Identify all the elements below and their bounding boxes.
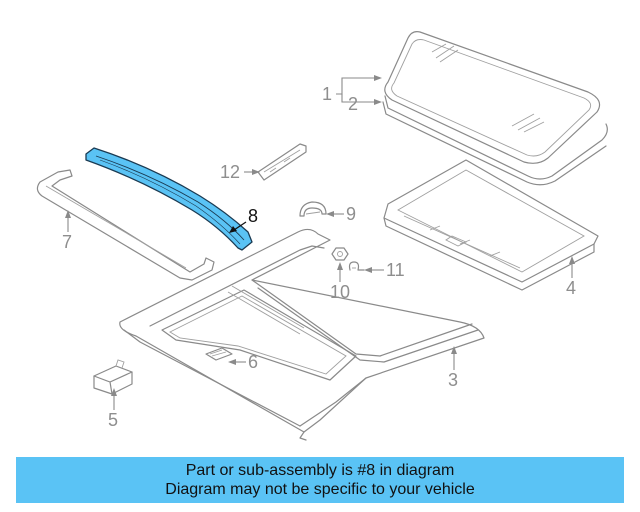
callout-8: 8 — [248, 206, 258, 226]
callout-4: 4 — [566, 278, 576, 298]
banner-line-2: Diagram may not be specific to your vehi… — [165, 481, 475, 498]
callout-6: 6 — [248, 352, 258, 372]
part-12-guide-rail — [257, 143, 307, 181]
callout-9: 9 — [346, 204, 356, 224]
callout-7: 7 — [62, 232, 72, 252]
callout-2: 2 — [348, 94, 358, 114]
part-8-highlighted-seal — [85, 147, 253, 251]
callout-5: 5 — [108, 410, 118, 430]
part-5-motor — [93, 359, 133, 395]
part-6-clip — [205, 347, 233, 361]
part-4-sunshade — [383, 159, 599, 291]
part-7-drain-channel — [36, 169, 215, 281]
part-3-sunroof-frame — [119, 228, 485, 441]
callout-3: 3 — [448, 370, 458, 390]
part-8-body — [85, 147, 253, 251]
leader-lines — [65, 75, 575, 410]
callout-10: 10 — [330, 282, 350, 302]
parts-diagram: 1 2 3 4 5 6 7 8 9 10 11 12 — [36, 31, 608, 441]
part-9-bracket — [299, 201, 327, 217]
banner-line-1: Part or sub-assembly is #8 in diagram — [185, 462, 455, 479]
callout-12: 12 — [220, 162, 240, 182]
part-11-clip — [348, 261, 365, 271]
part-10-nut — [331, 247, 349, 261]
part-1-glass-panel — [384, 31, 601, 164]
callout-11: 11 — [386, 260, 405, 280]
callout-1: 1 — [322, 84, 332, 104]
part-2-glass-seal — [382, 95, 608, 186]
info-banner: Part or sub-assembly is #8 in diagram Di… — [16, 457, 624, 503]
